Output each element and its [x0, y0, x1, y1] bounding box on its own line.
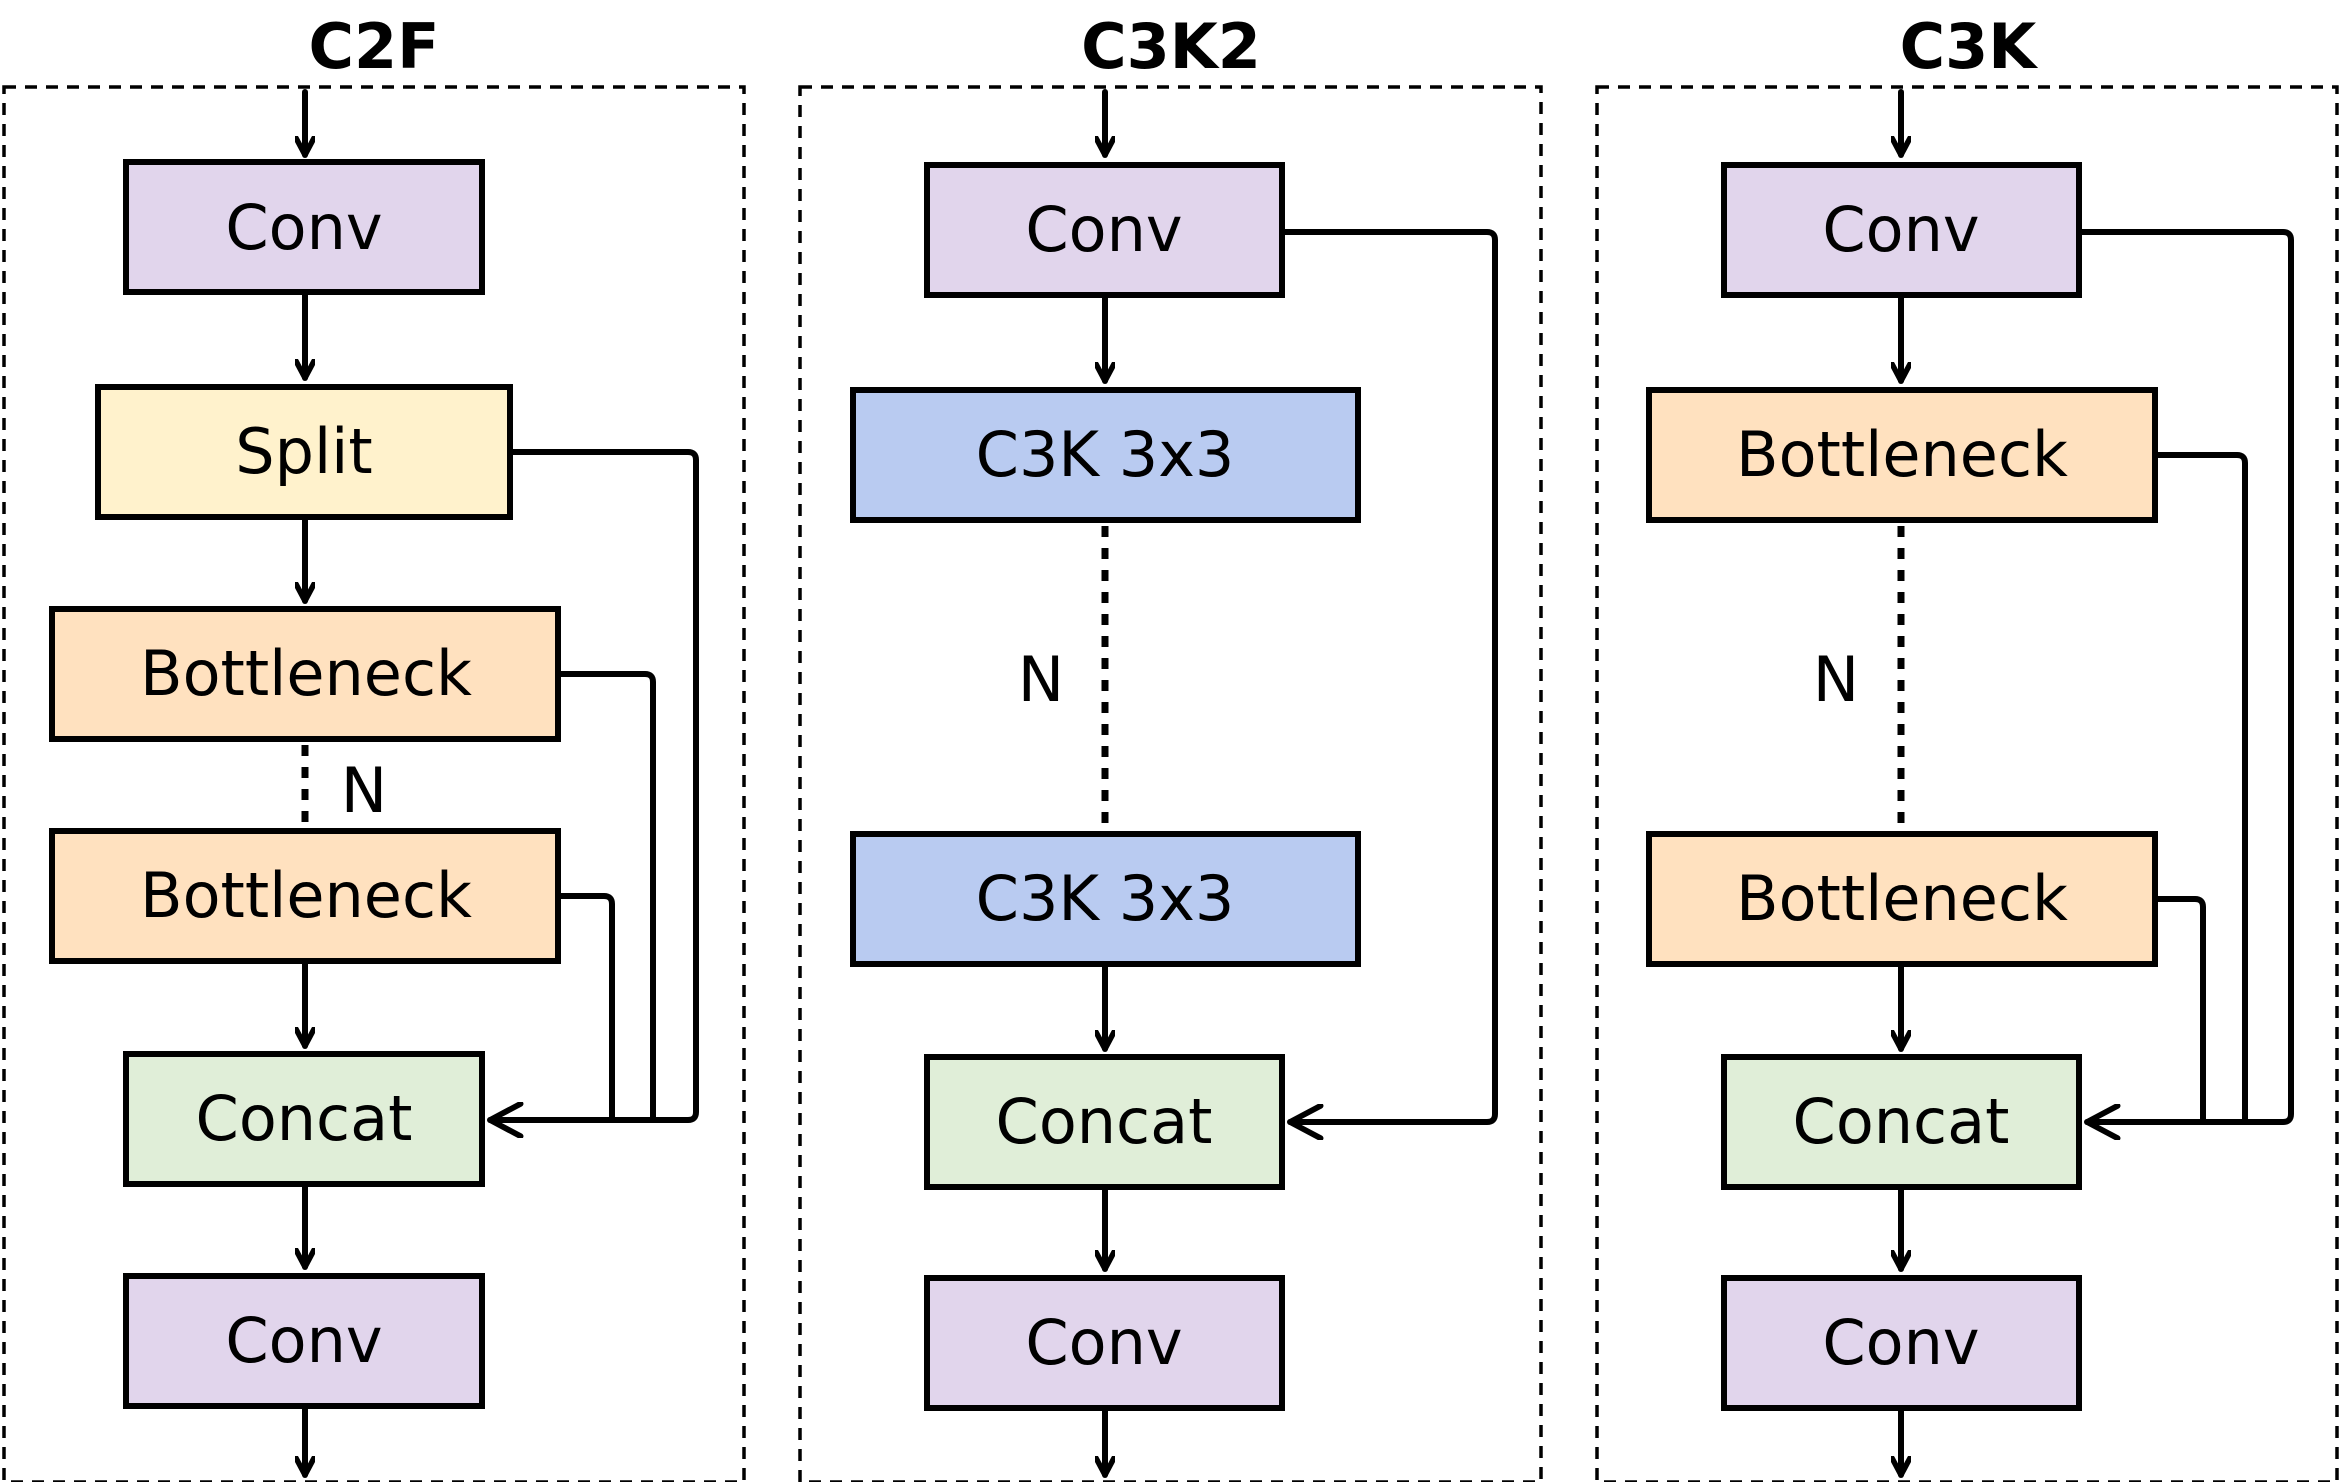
- panel-frame: [2, 85, 746, 1482]
- skip-connection: [1282, 229, 1498, 1122]
- conv-block-label: Conv: [1025, 193, 1182, 266]
- bottleneck-block-label: Bottleneck: [140, 637, 472, 710]
- panel-c3k: C3K Conv Bottleneck N Bottleneck Concat …: [1595, 10, 2339, 1482]
- conv-block: [1721, 162, 2082, 298]
- skip-connection: [2079, 229, 2294, 1122]
- skip-connection: [2154, 452, 2248, 1125]
- panel-frame: [798, 85, 1543, 1482]
- conv-block-label: Conv: [1025, 1306, 1182, 1379]
- bottleneck-block-label: Bottleneck: [1736, 418, 2068, 491]
- concat-block: [924, 1054, 1285, 1190]
- conv-block: [123, 1273, 485, 1409]
- bottleneck-block-label: Bottleneck: [1736, 862, 2068, 935]
- skip-connection: [557, 671, 656, 1123]
- concat-block-label: Concat: [996, 1085, 1213, 1158]
- repeat-count-label: N: [341, 754, 387, 827]
- conv-block-label: Conv: [1822, 1306, 1979, 1379]
- skip-connection: [2154, 896, 2206, 1125]
- c3k-block-first: [850, 387, 1361, 523]
- panel-c3k2: C3K2 Conv C3K 3x3 N C3K 3x3 Concat Conv: [798, 10, 1543, 1482]
- conv-block: [924, 1275, 1285, 1411]
- c3k-block-label: C3K 3x3: [976, 862, 1235, 935]
- concat-block-label: Concat: [1793, 1085, 2010, 1158]
- conv-block: [123, 159, 485, 295]
- conv-block-label: Conv: [225, 191, 382, 264]
- c3k-block-label: C3K 3x3: [976, 418, 1235, 491]
- panel-title: C2F: [309, 10, 440, 83]
- panel-title: C3K: [1900, 10, 2039, 83]
- panel-title: C3K2: [1081, 10, 1261, 83]
- bottleneck-block-label: Bottleneck: [140, 859, 472, 932]
- bottleneck-block-first: [1646, 387, 2158, 523]
- concat-block: [1721, 1054, 2082, 1190]
- concat-block-label: Concat: [196, 1082, 413, 1155]
- skip-connection: [487, 449, 699, 1120]
- panel-frame: [1595, 85, 2339, 1482]
- c3k-block-last: [850, 831, 1361, 967]
- concat-block: [123, 1051, 485, 1187]
- conv-block: [924, 162, 1285, 298]
- conv-block-label: Conv: [1822, 193, 1979, 266]
- conv-block: [1721, 1275, 2082, 1411]
- bottleneck-block-first: [49, 606, 561, 742]
- skip-connection: [557, 893, 615, 1123]
- split-block: [95, 384, 513, 520]
- bottleneck-block-last: [49, 828, 561, 964]
- repeat-count-label: N: [1813, 643, 1859, 716]
- split-block-label: Split: [235, 415, 372, 488]
- conv-block-label: Conv: [225, 1304, 382, 1377]
- panel-c2f: C2F Conv Split Bottleneck N Bottleneck C…: [2, 10, 746, 1482]
- repeat-count-label: N: [1018, 643, 1064, 716]
